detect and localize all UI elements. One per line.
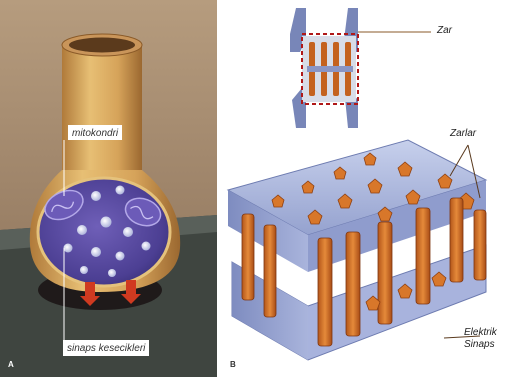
axon xyxy=(62,45,142,185)
panel-a-letter: A xyxy=(8,360,14,369)
electrical-synapse-label-line2: Sinaps xyxy=(464,339,497,351)
junction-label: Zar xyxy=(437,25,452,36)
junctions-label: Zarlar xyxy=(450,128,476,139)
panel-b-illustration xyxy=(218,0,509,377)
electrical-synapse-label: Elektrik Sinaps xyxy=(464,327,497,351)
panel-b-electrical-synapse: Zar Zarlar Elektrik Sinaps B xyxy=(218,0,509,377)
panel-a-chemical-synapse: mitokondri sinaps kesecikleri A xyxy=(0,0,217,377)
electrical-synapse-label-line1: Elektrik xyxy=(464,327,497,339)
panel-a-illustration xyxy=(0,0,217,377)
panel-b-letter: B xyxy=(230,360,236,369)
mitochondria-label: mitokondri xyxy=(68,125,122,140)
synaptic-vesicles-label: sinaps kesecikleri xyxy=(63,340,149,356)
